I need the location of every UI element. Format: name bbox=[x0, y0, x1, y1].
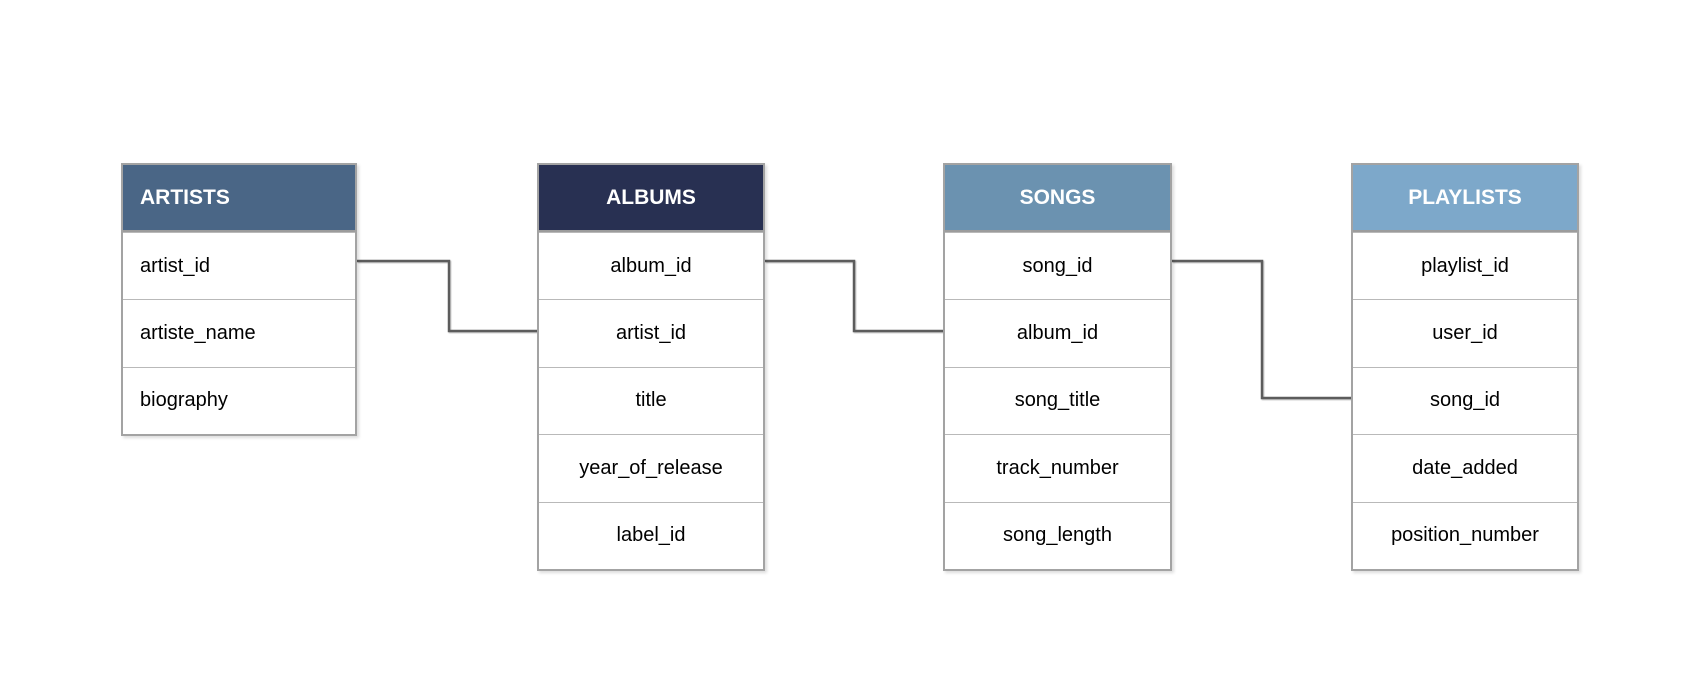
field-row-album-id[interactable]: album_id bbox=[539, 232, 763, 299]
field-row-album-id[interactable]: album_id bbox=[945, 299, 1170, 366]
field-row-track-number[interactable]: track_number bbox=[945, 434, 1170, 501]
field-row-artiste-name[interactable]: artiste_name bbox=[123, 299, 355, 366]
entity-table-playlists[interactable]: PLAYLISTS playlist_id user_id song_id da… bbox=[1351, 163, 1579, 571]
table-header-albums[interactable]: ALBUMS bbox=[539, 165, 763, 232]
field-row-biography[interactable]: biography bbox=[123, 366, 355, 434]
table-header-artists[interactable]: ARTISTS bbox=[123, 165, 355, 232]
entity-table-songs[interactable]: SONGS song_id album_id song_title track_… bbox=[943, 163, 1172, 571]
field-row-date-added[interactable]: date_added bbox=[1353, 434, 1577, 501]
entity-table-artists[interactable]: ARTISTS artist_id artiste_name biography bbox=[121, 163, 357, 437]
field-row-song-id[interactable]: song_id bbox=[945, 232, 1170, 299]
field-row-artist-id[interactable]: artist_id bbox=[539, 299, 763, 366]
connector-albums-songs[interactable] bbox=[765, 259, 943, 333]
table-header-playlists[interactable]: PLAYLISTS bbox=[1353, 165, 1577, 232]
field-row-song-title[interactable]: song_title bbox=[945, 366, 1170, 434]
field-row-user-id[interactable]: user_id bbox=[1353, 299, 1577, 366]
field-row-song-id[interactable]: song_id bbox=[1353, 366, 1577, 434]
field-row-year-of-release[interactable]: year_of_release bbox=[539, 434, 763, 501]
field-row-song-length[interactable]: song_length bbox=[945, 501, 1170, 569]
field-row-playlist-id[interactable]: playlist_id bbox=[1353, 232, 1577, 299]
connector-artists-albums[interactable] bbox=[357, 259, 537, 333]
entity-table-albums[interactable]: ALBUMS album_id artist_id title year_of_… bbox=[537, 163, 765, 571]
connector-songs-playlists[interactable] bbox=[1172, 259, 1352, 400]
field-row-artist-id[interactable]: artist_id bbox=[123, 232, 355, 299]
field-row-title[interactable]: title bbox=[539, 366, 763, 434]
field-row-position-number[interactable]: position_number bbox=[1353, 501, 1577, 569]
table-header-songs[interactable]: SONGS bbox=[945, 165, 1170, 232]
field-row-label-id[interactable]: label_id bbox=[539, 501, 763, 569]
